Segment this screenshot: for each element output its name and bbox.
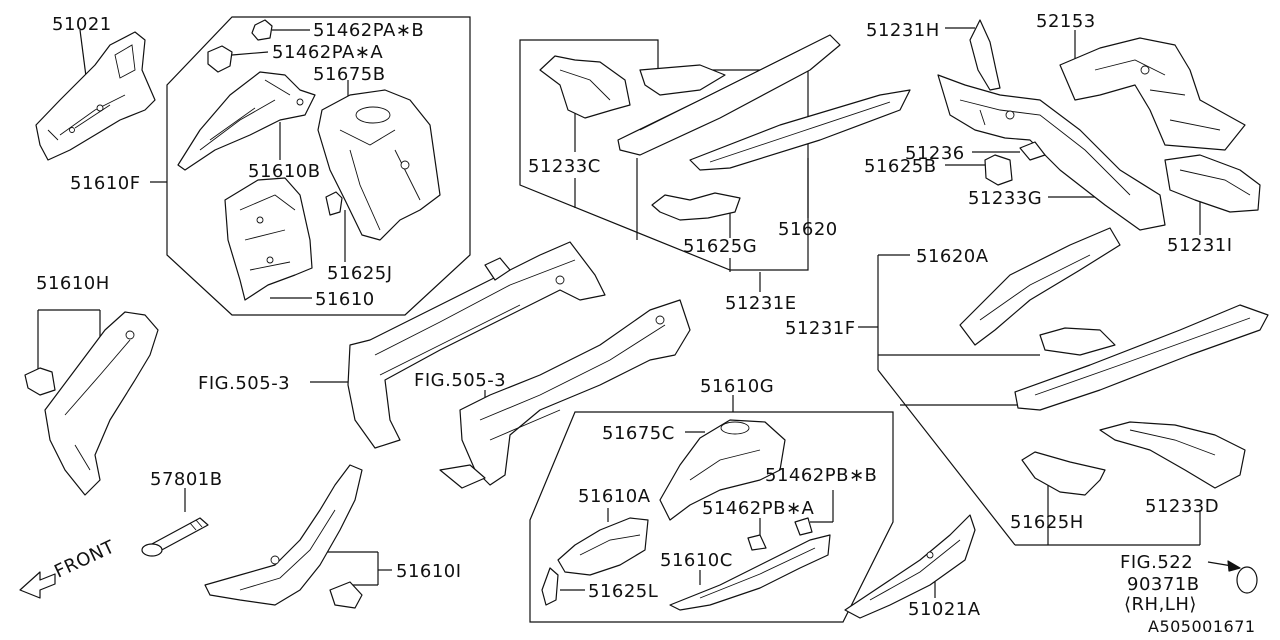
group-51610f-border — [166, 16, 471, 316]
part-51620a[interactable] — [959, 227, 1121, 356]
label-51610i[interactable]: 51610I — [396, 561, 462, 582]
part-51233c[interactable] — [539, 55, 631, 119]
part-51021a[interactable] — [844, 514, 976, 619]
label-51231h[interactable]: 51231H — [866, 20, 940, 41]
part-51236[interactable] — [1019, 141, 1046, 161]
label-51233c[interactable]: 51233C — [528, 156, 601, 177]
label-51610a[interactable]: 51610A — [578, 486, 651, 507]
part-51233d[interactable] — [1099, 421, 1246, 489]
part-51231i[interactable] — [1164, 154, 1261, 213]
labels: 51021 51462PA∗B 51462PA∗A 51675B 51610F … — [36, 11, 1256, 636]
label-51462pa-b[interactable]: 51462PA∗B — [313, 20, 424, 41]
part-51625l[interactable] — [541, 567, 559, 606]
part-51462pa-a[interactable] — [207, 45, 233, 73]
label-rh-lh: ⟨RH,LH⟩ — [1124, 594, 1197, 615]
part-51675b[interactable] — [317, 89, 441, 241]
label-52153[interactable]: 52153 — [1036, 11, 1096, 32]
part-90371b[interactable] — [1236, 566, 1258, 594]
part-frame-right[interactable] — [439, 299, 691, 489]
label-fig505-3-left[interactable]: FIG.505-3 — [198, 373, 290, 394]
label-51620a[interactable]: 51620A — [916, 246, 989, 267]
label-fig522[interactable]: FIG.522 — [1120, 552, 1193, 573]
part-51625b[interactable] — [984, 154, 1013, 186]
label-51231f[interactable]: 51231F — [785, 318, 856, 339]
label-51233d[interactable]: 51233D — [1145, 496, 1219, 517]
label-51610f[interactable]: 51610F — [70, 173, 141, 194]
part-52153[interactable] — [1059, 37, 1246, 151]
part-51233g[interactable] — [937, 74, 1166, 231]
label-51675c[interactable]: 51675C — [602, 423, 675, 444]
label-51021[interactable]: 51021 — [52, 14, 112, 35]
part-51620[interactable] — [617, 34, 911, 171]
part-51675c[interactable] — [659, 419, 786, 521]
part-51610c[interactable] — [669, 534, 831, 611]
label-51625g[interactable]: 51625G — [683, 236, 757, 257]
part-51462pa-b[interactable] — [251, 19, 273, 41]
label-51610[interactable]: 51610 — [315, 289, 375, 310]
label-51610b[interactable]: 51610B — [248, 161, 321, 182]
part-51625g[interactable] — [651, 192, 741, 221]
part-51231f[interactable] — [1014, 304, 1269, 411]
leader-lines — [37, 27, 1241, 598]
label-51625h[interactable]: 51625H — [1010, 512, 1084, 533]
part-57801b[interactable] — [141, 517, 209, 557]
label-front: FRONT — [51, 536, 118, 582]
part-51021[interactable] — [35, 31, 156, 161]
part-frame-left[interactable] — [347, 241, 606, 449]
label-51620[interactable]: 51620 — [778, 219, 838, 240]
label-51231e[interactable]: 51231E — [725, 293, 797, 314]
part-51625j[interactable] — [325, 191, 343, 216]
part-51610i[interactable] — [204, 464, 363, 609]
label-51462pb-b[interactable]: 51462PB∗B — [765, 465, 877, 486]
diagram-id: A505001671 — [1148, 617, 1256, 636]
label-51610g[interactable]: 51610G — [700, 376, 774, 397]
part-51610a[interactable] — [557, 517, 649, 576]
label-51236[interactable]: 51236 — [905, 143, 965, 164]
label-51462pa-a[interactable]: 51462PA∗A — [272, 42, 383, 63]
front-arrow-icon — [19, 571, 56, 599]
label-51610h[interactable]: 51610H — [36, 273, 110, 294]
label-51625b[interactable]: 51625B — [864, 156, 937, 177]
label-51462pb-a[interactable]: 51462PB∗A — [702, 498, 815, 519]
part-51231h[interactable] — [969, 19, 1001, 91]
part-51625h[interactable] — [1021, 451, 1106, 496]
part-51462pb-a[interactable] — [747, 534, 767, 551]
part-51462pb-b[interactable] — [794, 517, 813, 536]
label-51625j[interactable]: 51625J — [327, 263, 393, 284]
part-51610h[interactable] — [24, 311, 159, 496]
group-51610g-border — [529, 411, 894, 623]
label-57801b[interactable]: 57801B — [150, 469, 223, 490]
label-90371b[interactable]: 90371B — [1127, 574, 1200, 595]
part-51610[interactable] — [224, 177, 313, 301]
label-51675b[interactable]: 51675B — [313, 64, 386, 85]
label-fig505-3-right[interactable]: FIG.505-3 — [414, 370, 506, 391]
label-51233g[interactable]: 51233G — [968, 188, 1042, 209]
label-51231i[interactable]: 51231I — [1167, 235, 1233, 256]
label-51610c[interactable]: 51610C — [660, 550, 733, 571]
label-51021a[interactable]: 51021A — [908, 599, 981, 620]
label-51625l[interactable]: 51625L — [588, 581, 658, 602]
part-51610b[interactable] — [177, 71, 316, 171]
